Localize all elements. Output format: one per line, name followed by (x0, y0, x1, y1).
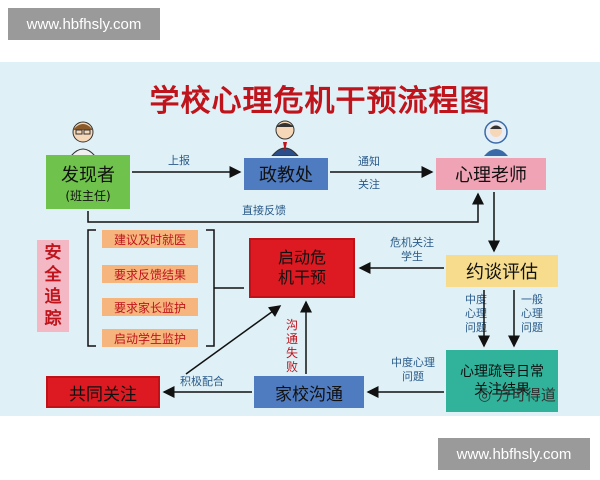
label-attention: 关注 (358, 178, 380, 191)
action-item-3: 要求家长监护 (102, 298, 198, 316)
label-direct-feedback: 直接反馈 (242, 204, 286, 217)
label-general-issue: 一般心理问题 (521, 293, 543, 334)
node-discoverer-label: 发现者 (61, 164, 115, 186)
label-active-cooperate: 积极配合 (180, 375, 224, 388)
node-interview: 约谈评估 (446, 255, 558, 287)
action-item-2: 要求反馈结果 (102, 265, 198, 283)
label-medium-issue: 中度心理问题 (465, 293, 487, 334)
node-joint-attention: 共同关注 (46, 376, 160, 408)
logo: ◎ 方可得道 (478, 384, 556, 405)
node-start-intervention: 启动危机干预 (249, 238, 355, 298)
diagram-title: 学校心理危机干预流程图 (149, 84, 491, 119)
label-comm-fail: 沟通失败 (285, 318, 298, 374)
bracket-left (87, 229, 96, 347)
label-notify: 通知 (358, 155, 380, 168)
action-item-1: 建议及时就医 (102, 230, 198, 248)
bracket-right (206, 229, 215, 347)
node-psych-counsel: 心理疏导日常关注结果 (446, 350, 558, 412)
node-home-school: 家校沟通 (254, 376, 364, 408)
label-crisis-attention: 危机关注学生 (390, 236, 434, 263)
node-safety: 安全追踪 (37, 240, 69, 332)
node-politics-office: 政教处 (244, 158, 328, 190)
psychologist-avatar-icon (484, 120, 508, 156)
label-report: 上报 (168, 154, 190, 167)
arrow-direct-feedback (87, 192, 484, 223)
arrow-joint-to-start (185, 305, 282, 375)
node-discoverer: 发现者 (班主任) (46, 155, 130, 209)
watermark-top: www.hbfhsly.com (8, 8, 160, 40)
watermark-bottom: www.hbfhsly.com (438, 438, 590, 470)
node-psych-teacher: 心理老师 (436, 158, 546, 190)
action-item-4: 启动学生监护 (102, 329, 198, 347)
officer-avatar-icon (271, 120, 299, 156)
logo-icon: ◎ (478, 386, 492, 404)
teacher-avatar-icon (70, 121, 96, 156)
logo-text: 方可得道 (495, 386, 556, 404)
label-medium-issue-2: 中度心理问题 (391, 356, 435, 383)
node-discoverer-sub: (班主任) (65, 188, 111, 203)
